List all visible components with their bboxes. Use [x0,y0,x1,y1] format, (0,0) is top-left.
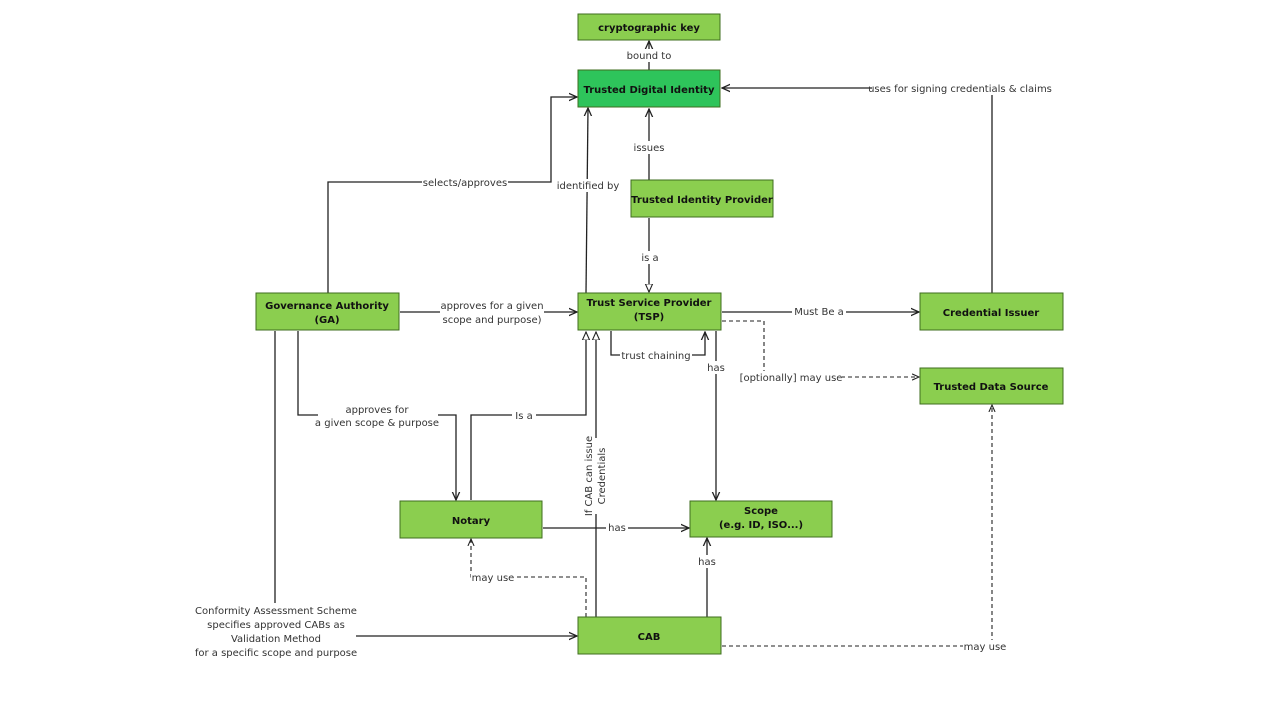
label-cas-line3: Validation Method [231,634,321,645]
node-trusted-identity-provider[interactable]: Trusted Identity Provider [630,179,774,218]
label-identified-by: identified by [557,181,620,192]
edge-identified-by [586,108,588,294]
label-bound-to: bound to [627,51,672,62]
node-trust-service-provider[interactable]: Trust Service Provider (TSP) [577,292,722,331]
node-cryptographic-key[interactable]: cryptographic key [577,13,721,41]
label-notary-has: has [608,523,626,534]
label-approves-line1: approves for a given [440,301,543,312]
edges [274,41,992,647]
node-governance-authority-label2: (GA) [314,315,339,326]
label-cab-issue-line1: If CAB can issue [584,436,595,516]
label-issues: issues [634,143,665,154]
label-is-a-tip: is a [641,253,658,264]
label-cas-line2: specifies approved CABs as [207,620,345,631]
label-approves2-line2: a given scope & purpose [315,418,439,429]
node-scope[interactable]: Scope (e.g. ID, ISO...) [689,500,833,538]
nodes: cryptographic key Trusted Digital Identi… [255,13,1064,655]
label-cab-issue-line2: Credentials [597,448,608,505]
node-notary[interactable]: Notary [399,500,543,539]
node-trusted-data-source[interactable]: Trusted Data Source [919,367,1064,405]
node-trust-service-provider-label1: Trust Service Provider [587,298,712,309]
node-credential-issuer[interactable]: Credential Issuer [919,292,1064,331]
label-optionally: [optionally] may use [740,373,843,384]
label-trust-chaining: trust chaining [621,351,690,362]
label-cas-line4: for a specific scope and purpose [195,648,357,659]
label-approves2-line1: approves for [345,405,409,416]
node-scope-label1: Scope [744,506,778,517]
label-may-use-notary: may use [472,573,515,584]
edge-labels: bound to uses for signing credentials & … [195,49,1052,659]
node-cryptographic-key-label: cryptographic key [598,23,700,34]
node-trust-service-provider-label2: (TSP) [634,312,665,323]
node-cab-label: CAB [638,632,661,643]
node-notary-label: Notary [452,516,491,527]
label-has-tsp: has [707,363,725,374]
node-scope-label2: (e.g. ID, ISO...) [719,520,803,531]
node-credential-issuer-label: Credential Issuer [943,308,1040,319]
edge-optionally-may-use [722,320,919,377]
node-trusted-identity-provider-label: Trusted Identity Provider [631,195,773,206]
label-must-be-a: Must Be a [794,307,844,318]
label-notary-is-a: Is a [515,411,532,422]
node-trusted-data-source-label: Trusted Data Source [934,382,1049,393]
label-uses-signing: uses for signing credentials & claims [868,84,1052,95]
node-governance-authority[interactable]: Governance Authority (GA) [255,292,400,331]
node-cab[interactable]: CAB [577,616,722,655]
label-approves-line2: scope and purpose) [442,315,541,326]
label-selects-approves: selects/approves [423,178,507,189]
label-may-use-tds: may use [964,642,1007,653]
node-trusted-digital-identity[interactable]: Trusted Digital Identity [577,69,721,108]
label-cab-has: has [698,557,716,568]
label-cas-line1: Conformity Assessment Scheme [195,606,357,617]
edge-selects-approves [327,97,577,293]
node-governance-authority-label1: Governance Authority [265,301,389,312]
node-trusted-digital-identity-label: Trusted Digital Identity [584,85,715,96]
